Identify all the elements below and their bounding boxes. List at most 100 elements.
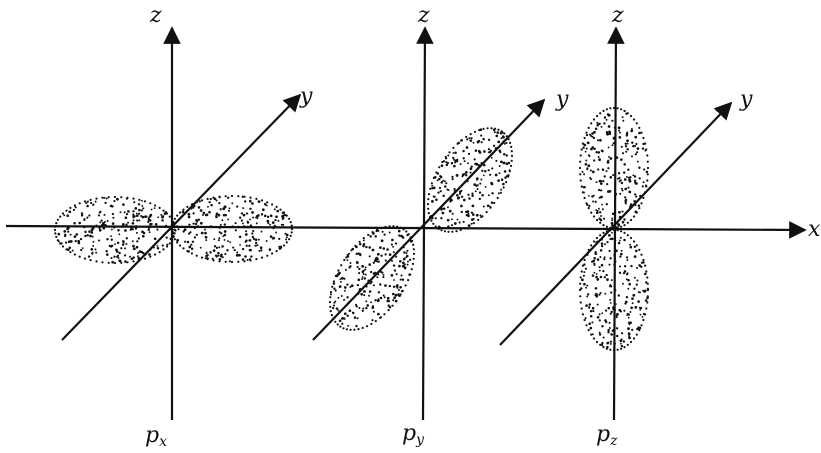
stipple-dot (431, 200, 434, 203)
lobe-outline-dot (646, 179, 648, 181)
stipple-dot (606, 131, 609, 134)
stipple-dot (612, 144, 614, 146)
stipple-dot (607, 331, 609, 333)
stipple-dot (141, 205, 143, 207)
stipple-dot (442, 195, 444, 197)
stipple-dot (475, 190, 477, 192)
lobe-outline-dot (623, 224, 625, 226)
lobe-outline-dot (237, 261, 239, 263)
lobe-outline-dot (445, 156, 447, 158)
lobe-outline-dot (410, 236, 412, 238)
lobe-outline-dot (490, 127, 492, 129)
stipple-dot (156, 245, 158, 247)
stipple-dot (227, 197, 229, 199)
lobe-outline-dot (288, 218, 290, 220)
stipple-dot (86, 205, 89, 208)
stipple-dot (255, 238, 258, 241)
stipple-dot (627, 143, 629, 145)
px-label-main: p (145, 423, 159, 448)
stipple-dot (583, 271, 585, 273)
stipple-dot (623, 171, 625, 173)
lobe-outline-dot (613, 227, 615, 229)
stipple-dot (251, 202, 254, 205)
stipple-dot (460, 163, 462, 165)
stipple-dot (155, 223, 158, 226)
stipple-dot (166, 237, 168, 239)
stipple-dot (597, 168, 599, 170)
lobe-outline-dot (186, 250, 188, 252)
lobe-outline-dot (65, 210, 67, 212)
stipple-dot (149, 249, 151, 251)
stipple-dot (166, 244, 168, 246)
stipple-dot (613, 309, 616, 312)
lobe-outline-dot (334, 321, 336, 323)
stipple-dot (601, 204, 603, 206)
lobe-outline-dot (620, 348, 622, 350)
lobe-outline-dot (640, 132, 642, 134)
lobe-outline-dot (593, 118, 595, 120)
stipple-dot (341, 277, 344, 280)
stipple-dot (247, 259, 249, 261)
px-label-sub: x (159, 434, 167, 450)
lobe-outline-dot (646, 276, 648, 278)
stipple-dot (360, 293, 363, 296)
stipple-dot (468, 153, 470, 155)
stipple-dot (613, 137, 615, 139)
stipple-dot (374, 299, 376, 301)
stipple-dot (246, 212, 248, 214)
stipple-dot (442, 208, 444, 210)
stipple-dot (366, 304, 369, 307)
stipple-dot (500, 189, 502, 191)
stipple-dot (639, 307, 641, 309)
stipple-dot (64, 234, 66, 236)
stipple-dot (399, 286, 402, 289)
lobe-outline-dot (101, 261, 103, 263)
stipple-dot (592, 171, 595, 174)
lobe-outline-dot (509, 170, 511, 172)
stipple-dot (214, 245, 216, 247)
lobe-outline-dot (645, 185, 647, 187)
stipple-dot (206, 214, 209, 217)
stipple-dot (477, 141, 480, 144)
stipple-dot (619, 272, 621, 274)
stipple-dot (431, 185, 433, 187)
stipple-dot (347, 325, 349, 327)
stipple-dot (628, 332, 631, 335)
stipple-dot (598, 208, 600, 210)
stipple-dot (138, 213, 140, 215)
stipple-dot (370, 301, 372, 303)
stipple-dot (366, 286, 368, 288)
py-lobe-back (427, 127, 513, 233)
stipple-dot (618, 309, 621, 312)
stipple-dot (588, 306, 590, 308)
stipple-dot (625, 145, 627, 147)
stipple-dot (336, 307, 339, 310)
lobe-outline-dot (291, 228, 293, 230)
lobe-outline-dot (580, 301, 582, 303)
stipple-dot (95, 224, 97, 226)
stipple-dot (612, 329, 615, 332)
stipple-dot (236, 254, 239, 257)
stipple-dot (589, 155, 591, 157)
lobe-outline-dot (402, 290, 404, 292)
stipple-dot (138, 219, 140, 221)
stipple-dot (604, 256, 606, 258)
lobe-outline-dot (647, 161, 649, 163)
stipple-dot (623, 340, 625, 342)
stipple-dot (606, 119, 608, 121)
stipple-dot (479, 183, 481, 185)
lobe-outline-dot (590, 122, 592, 124)
stipple-dot (282, 224, 284, 226)
lobe-outline-dot (508, 138, 510, 140)
stipple-dot (191, 248, 194, 251)
stipple-dot (362, 310, 364, 312)
stipple-dot (464, 160, 466, 162)
lobe-outline-dot (162, 248, 164, 250)
lobe-outline-dot (405, 230, 407, 232)
stipple-dot (482, 138, 484, 140)
lobe-outline-dot (176, 215, 178, 217)
stipple-dot (595, 276, 598, 279)
stipple-dot (626, 132, 628, 134)
stipple-dot (154, 237, 157, 240)
stipple-dot (272, 237, 275, 240)
